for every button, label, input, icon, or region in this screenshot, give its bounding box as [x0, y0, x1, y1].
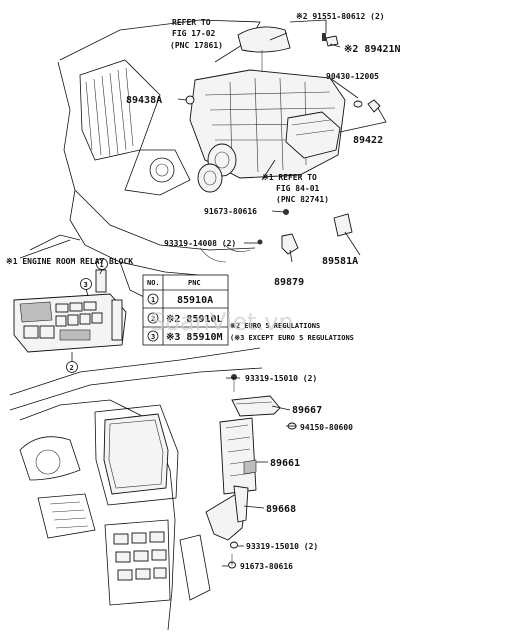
- callout-refer-fig84-l2: FIG 84-01: [276, 184, 320, 193]
- callout-89661: 89661: [270, 458, 300, 469]
- pnc-row-3-pnc: ※3 85910M: [166, 332, 223, 343]
- leader-lines-upper: [177, 19, 387, 263]
- relay-marker-2: 2: [70, 364, 74, 372]
- callout-refer-fig84-l1: ※1 REFER TO: [262, 173, 317, 182]
- relay-marker-3: 3: [84, 281, 88, 289]
- callout-refer-fig17-l1: REFER TO: [172, 18, 211, 27]
- callout-refer-fig84-l3: (PNC 82741): [276, 195, 329, 204]
- note-euro5: ※2 EURO 5 REGULATIONS: [230, 322, 320, 330]
- callout-refer-fig17-l3: (PNC 17861): [170, 41, 223, 50]
- pnc-row-2-no: 2: [151, 315, 155, 323]
- watermark: SoanViet.vn: [150, 308, 294, 336]
- pnc-row-3-no: 3: [151, 333, 155, 341]
- callout-94150: 94150-80600: [300, 423, 353, 432]
- callout-89438a: 89438A: [126, 95, 162, 106]
- callout-89667: 89667: [292, 405, 322, 416]
- callout-91551: ※2 91551-80612 (2): [296, 12, 385, 21]
- callout-93319-14008: 93319-14008 (2): [164, 239, 236, 248]
- dashboard-illustration: [9, 347, 297, 631]
- callout-90430: 90430-12005: [326, 72, 379, 81]
- note-except-euro5: (※3 EXCEPT EURO 5 REGULATIONS: [230, 334, 354, 342]
- relay-marker-1: 1: [100, 261, 104, 269]
- callout-89581a: 89581A: [322, 256, 358, 267]
- callout-91673-top: 91673-80616: [204, 207, 257, 216]
- callout-refer-fig17-l2: FIG 17-02: [172, 29, 216, 38]
- callout-89668: 89668: [266, 504, 296, 515]
- callout-93319-15010-b: 93319-15010 (2): [246, 542, 318, 551]
- relay-block-title: ※1 ENGINE ROOM RELAY BLOCK: [6, 257, 133, 266]
- callout-89879: 89879: [274, 277, 304, 288]
- leader-lines-lower: [222, 377, 297, 567]
- callout-93319-15010-a: 93319-15010 (2): [245, 374, 317, 383]
- engine-compartment-illustration: [19, 19, 381, 301]
- callouts-lower: 93319-15010 (2) 89667 94150-80600 89661 …: [240, 374, 353, 571]
- callout-89422: 89422: [353, 135, 383, 146]
- callout-89421n: ※2 89421N: [344, 44, 401, 55]
- pnc-row-1-no: 1: [151, 296, 155, 304]
- callouts-upper: REFER TO FIG 17-02 (PNC 17861) ※2 91551-…: [126, 12, 401, 288]
- pnc-row-1-pnc: 85910A: [177, 295, 213, 306]
- pnc-table: NO. PNC 1 85910A 2 ※2 85910L 3 ※3 85910M: [142, 274, 229, 346]
- callout-91673-bottom: 91673-80616: [240, 562, 293, 571]
- pnc-table-header-no: NO.: [147, 279, 160, 287]
- relay-block-inset: ※1 ENGINE ROOM RELAY BLOCK 3 1 2: [6, 257, 133, 373]
- pnc-table-header-pnc: PNC: [188, 279, 201, 287]
- pnc-row-2-pnc: ※2 85910L: [166, 314, 223, 325]
